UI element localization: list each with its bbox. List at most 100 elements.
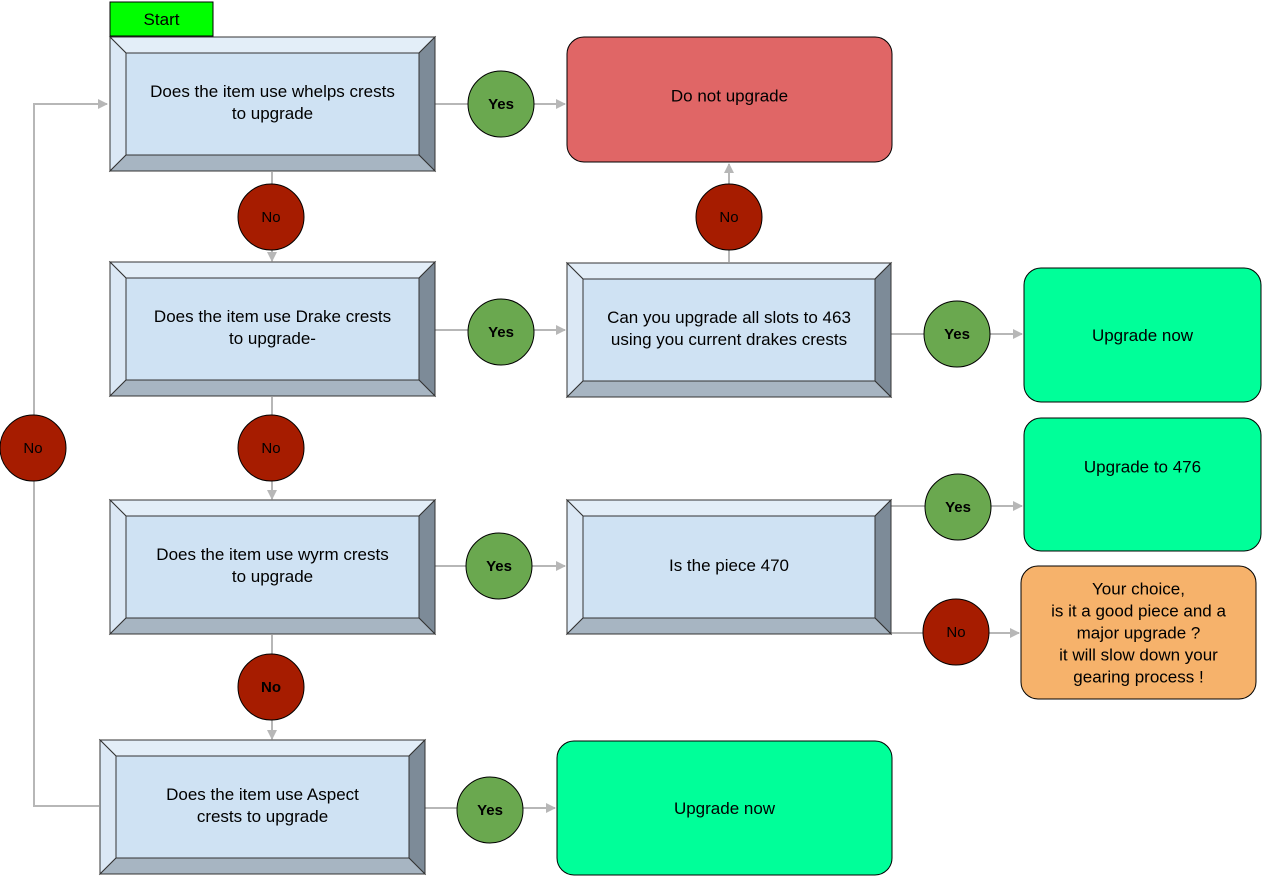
decision-circle (456, 776, 524, 844)
decision-no-drake-label: No (261, 440, 280, 457)
decision-circle (923, 300, 991, 368)
bevel-left (566, 498, 584, 636)
bevel-bottom (98, 857, 427, 875)
question-aspect-text-line-1: Does the item use Aspect (166, 785, 359, 804)
decision-circle (467, 298, 535, 366)
question-face (125, 277, 420, 381)
decision-no-slots: No (695, 183, 763, 251)
result-box (566, 36, 893, 163)
bevel-top (565, 499, 893, 517)
question-piece: Is the piece 470 (565, 498, 893, 636)
question-face (125, 515, 420, 619)
decision-no-aspect-loop: No (0, 414, 67, 482)
question-aspect-text-line-2: crests to upgrade (197, 807, 328, 826)
bevel-left (109, 35, 127, 173)
decision-no-piece: No (922, 598, 990, 666)
result-choice: Your choice, is it a good piece and a majo… (1020, 565, 1257, 700)
decision-no-whelps-label: No (261, 209, 280, 226)
decision-circle (237, 653, 305, 721)
bevel-top (108, 261, 437, 279)
result-box (556, 740, 893, 876)
question-slots-text-line-2: using you current drakes crests (611, 330, 847, 349)
nodes: Does the item use whelps crests to upgrad… (98, 35, 1262, 876)
connectors (33, 99, 1023, 813)
bevel-left (99, 738, 117, 876)
decision-yes-aspect: Yes (456, 776, 524, 844)
bevel-right (418, 260, 436, 398)
bevel-left (109, 260, 127, 398)
question-drake: Does the item use Drake crests to upgrade… (108, 260, 437, 398)
bevel-bottom (565, 380, 893, 398)
result-choice-text-line-2: is it a good piece and a (1051, 602, 1226, 621)
question-wyrm: Does the item use wyrm crests to upgrade (108, 498, 437, 636)
result-476: Upgrade to 476 (1023, 417, 1262, 552)
result-donot-text-line-1: Do not upgrade (671, 87, 788, 106)
question-drake-text-line-2: to upgrade- (229, 329, 316, 348)
result-choice-text-line-3: major upgrade ? (1077, 624, 1201, 643)
decision-no-wyrm: No (237, 653, 305, 721)
result-now2: Upgrade now (556, 740, 893, 876)
result-choice-text-line-5: gearing process ! (1073, 668, 1203, 687)
result-now2-text-line-1: Upgrade now (674, 799, 776, 818)
question-whelps: Does the item use whelps crests to upgrad… (108, 35, 437, 173)
question-face (582, 278, 876, 382)
bevel-bottom (108, 617, 437, 635)
bevel-top (98, 739, 427, 757)
result-choice-text-line-1: Your choice, (1092, 580, 1185, 599)
decision-circle (695, 183, 763, 251)
result-now1-text-line-1: Upgrade now (1092, 326, 1194, 345)
question-slots: Can you upgrade all slots to 463 using yo… (565, 261, 893, 399)
decision-yes-slots: Yes (923, 300, 991, 368)
question-whelps-text-line-1: Does the item use whelps crests (150, 82, 395, 101)
bevel-bottom (108, 154, 437, 172)
bevel-left (109, 498, 127, 636)
decision-circle (237, 183, 305, 251)
question-drake-text-line-1: Does the item use Drake crests (154, 307, 391, 326)
decision-no-whelps: No (237, 183, 305, 251)
decision-yes-piece-label: Yes (945, 499, 971, 516)
decision-circle (237, 414, 305, 482)
decision-yes-whelps-label: Yes (488, 96, 514, 113)
decision-circle (924, 473, 992, 541)
decision-circle (467, 70, 535, 138)
result-choice-text-line-4: it will slow down your (1059, 646, 1218, 665)
bevel-bottom (108, 379, 437, 397)
question-whelps-text-line-2: to upgrade (232, 104, 313, 123)
decision-circle (465, 532, 533, 600)
question-wyrm-text-line-2: to upgrade (232, 567, 313, 586)
question-wyrm-text-line-1: Does the item use wyrm crests (156, 545, 388, 564)
result-box (1020, 565, 1257, 700)
result-box (1023, 417, 1262, 552)
question-piece-text-line-1: Is the piece 470 (669, 556, 789, 575)
decision-yes-drake: Yes (467, 298, 535, 366)
result-box (1023, 267, 1262, 403)
bevel-right (418, 35, 436, 173)
bevel-top (565, 262, 893, 280)
decision-yes-drake-label: Yes (488, 324, 514, 341)
decision-circle (922, 598, 990, 666)
bevel-top (108, 36, 437, 54)
decision-yes-wyrm: Yes (465, 532, 533, 600)
decision-no-drake: No (237, 414, 305, 482)
result-donot: Do not upgrade (566, 36, 893, 163)
bevel-right (418, 498, 436, 636)
bevel-left (566, 261, 584, 399)
bevel-bottom (565, 617, 893, 635)
bevel-right (408, 738, 426, 876)
bevel-right (874, 498, 892, 636)
decision-circle (0, 414, 67, 482)
question-slots-text-line-1: Can you upgrade all slots to 463 (607, 308, 851, 327)
decision-no-wyrm-label: No (261, 679, 281, 696)
decision-no-piece-label: No (946, 624, 965, 641)
decision-no-slots-label: No (719, 209, 738, 226)
decision-yes-whelps: Yes (467, 70, 535, 138)
decision-no-aspect-loop-label: No (23, 440, 42, 457)
question-aspect: Does the item use Aspect crests to upgrad… (98, 738, 427, 876)
question-face (125, 52, 420, 156)
question-face (115, 755, 410, 859)
start-label: Start (144, 10, 180, 29)
bevel-right (874, 261, 892, 399)
decision-yes-aspect-label: Yes (477, 802, 503, 819)
